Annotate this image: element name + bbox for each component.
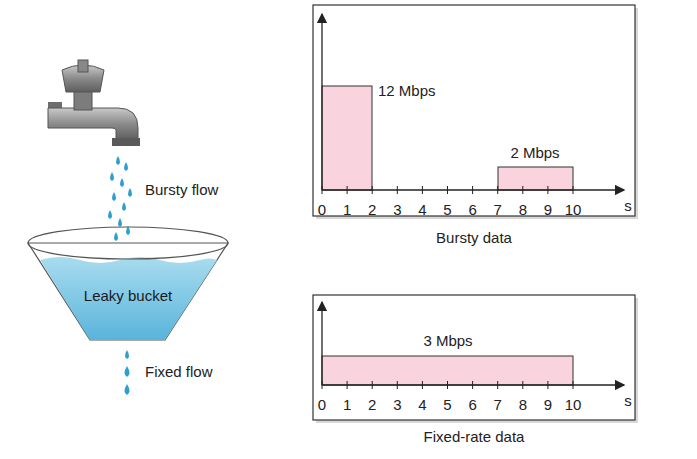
axis-tick: [322, 186, 323, 194]
rate-label: 12 Mbps: [378, 83, 436, 100]
bucket-label: Leaky bucket: [84, 287, 172, 304]
tick-label: 10: [565, 397, 582, 414]
water-drop: [110, 172, 114, 181]
bucket: [28, 227, 228, 340]
water-drop: [112, 192, 116, 201]
unit-label: s: [624, 198, 632, 215]
water-drop: [108, 210, 112, 219]
water-drop: [114, 232, 118, 241]
axis-tick: [573, 186, 574, 194]
tick-label: 8: [519, 397, 527, 414]
water-drop: [128, 188, 132, 197]
flow-label: Fixed flow: [145, 364, 213, 381]
tick-label: 7: [494, 202, 502, 219]
axis-tick: [347, 381, 348, 389]
tick-label: 5: [443, 397, 451, 414]
axis-tick: [447, 381, 448, 389]
flow-label: Bursty flow: [145, 182, 218, 199]
water-drop: [124, 162, 128, 171]
axis-tick: [372, 186, 373, 194]
axis-tick: [472, 186, 473, 194]
water-drop: [116, 156, 120, 165]
water-drop: [118, 218, 122, 227]
axis-tick: [422, 186, 423, 194]
axis-tick: [497, 381, 498, 389]
axis-tick: [347, 186, 348, 194]
axis-tick: [422, 381, 423, 389]
tick-label: 4: [418, 202, 426, 219]
axis-tick: [497, 186, 498, 194]
axis-tick: [547, 186, 548, 194]
axis-tick: [397, 381, 398, 389]
tick-label: 5: [443, 202, 451, 219]
tick-label: 0: [318, 202, 326, 219]
tick-label: 2: [368, 397, 376, 414]
fixed-chart: [313, 295, 638, 423]
chart-caption: Fixed-rate data: [424, 429, 525, 446]
tick-label: 0: [318, 397, 326, 414]
faucet: [48, 60, 140, 146]
rate-label: 2 Mbps: [510, 145, 559, 162]
tick-label: 4: [418, 397, 426, 414]
tick-label: 1: [343, 202, 351, 219]
tick-label: 8: [519, 202, 527, 219]
tick-label: 3: [393, 202, 401, 219]
chart-caption: Bursty data: [436, 230, 512, 247]
water-drop: [120, 178, 124, 187]
bursty-chart: [313, 5, 638, 219]
unit-label: s: [624, 393, 632, 410]
axis-tick: [573, 381, 574, 389]
tick-label: 3: [393, 397, 401, 414]
water-drop: [122, 202, 126, 211]
axis-tick: [322, 381, 323, 389]
tick-label: 10: [565, 202, 582, 219]
axis-tick: [472, 381, 473, 389]
fixed-drops: [125, 350, 130, 395]
tick-label: 6: [468, 397, 476, 414]
axis-tick: [547, 381, 548, 389]
tick-label: 9: [544, 397, 552, 414]
axis-tick: [397, 186, 398, 194]
bucket-region: Leaky bucket: [70, 282, 186, 308]
tick-label: 6: [468, 202, 476, 219]
tick-label: 1: [343, 397, 351, 414]
tick-label: 9: [544, 202, 552, 219]
rate-label: 3 Mbps: [423, 333, 472, 350]
axis-tick: [522, 381, 523, 389]
axis-tick: [447, 186, 448, 194]
axis-tick: [522, 186, 523, 194]
tick-label: 7: [494, 397, 502, 414]
water-drops: [108, 156, 132, 241]
tick-label: 2: [368, 202, 376, 219]
axis-tick: [372, 381, 373, 389]
